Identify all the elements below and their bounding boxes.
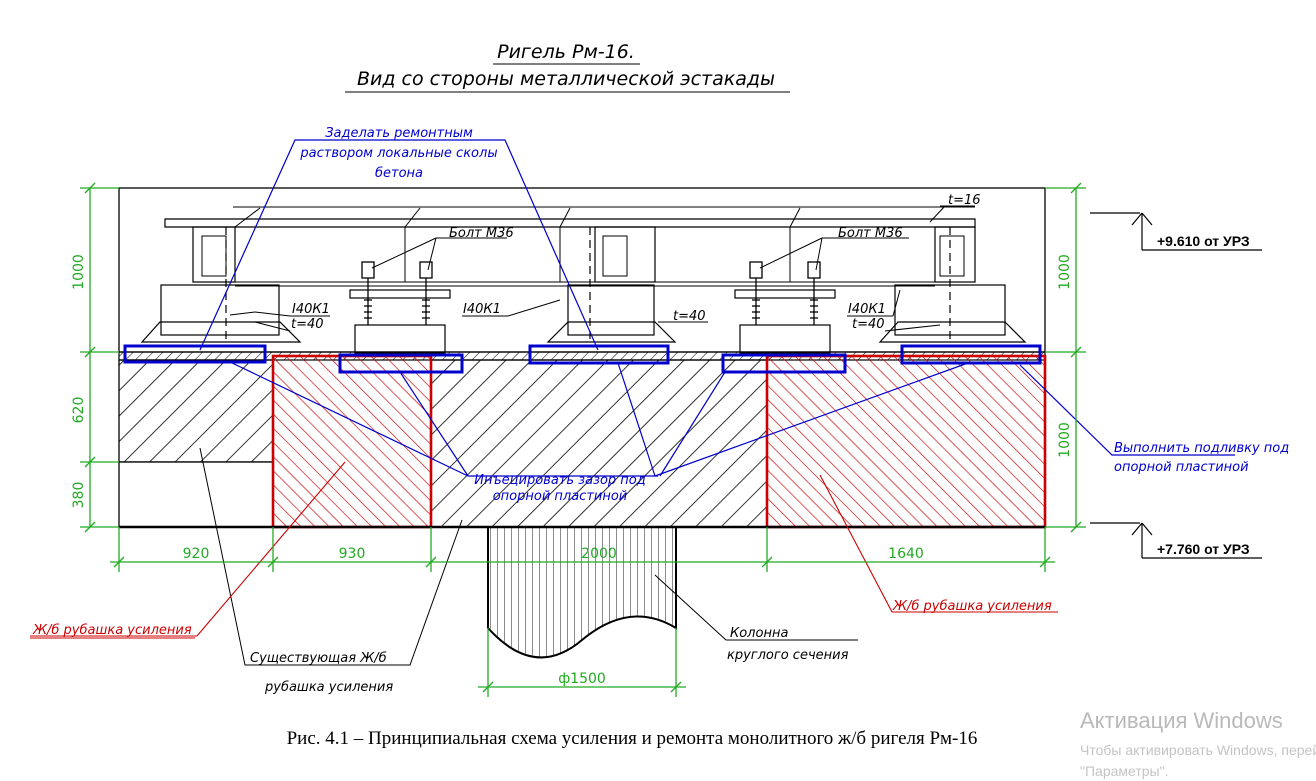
- dim-left-1000: 1000: [71, 254, 87, 290]
- dim-right-1000-top: 1000: [1057, 254, 1073, 290]
- watermark-title: Активация Windows: [1080, 708, 1283, 733]
- bolt-label-left: Болт М36: [449, 226, 514, 241]
- dim-left-380: 380: [71, 482, 87, 509]
- repair-mortar-line-1: Заделать ремонтным: [325, 126, 473, 141]
- dim-width-920: 920: [183, 546, 210, 562]
- plate-thickness-t16: t=16: [948, 193, 981, 208]
- inject-line-2: опорной пластиной: [493, 489, 628, 504]
- repair-mortar-line-3: бетона: [375, 166, 423, 181]
- jacket-right-section: [765, 354, 1047, 529]
- red-leaders: [30, 461, 1058, 637]
- dim-width-2000: 2000: [581, 546, 617, 562]
- title-line-1: Ригель Рм-16.: [497, 41, 635, 63]
- elevation-marks: [1090, 212, 1262, 559]
- drawing-title: Ригель Рм-16. Вид со стороны металлическ…: [345, 41, 790, 93]
- dim-right-1000-bottom: 1000: [1057, 422, 1073, 458]
- plate-thickness-left: t=40: [291, 317, 324, 332]
- column-label-line-1: Колонна: [730, 626, 788, 641]
- plate-thickness-mid: t=40: [673, 309, 706, 324]
- elevation-top: +9.610 от УРЗ: [1157, 233, 1250, 249]
- beam-label-mid: I40К1: [463, 302, 501, 317]
- windows-activation-watermark: Активация Windows Чтобы активировать Win…: [1080, 708, 1316, 779]
- beam-label-right: I40К1: [848, 302, 886, 317]
- jacket-left-section: [271, 354, 433, 529]
- bolts: [361, 261, 821, 325]
- repair-mortar-line-2: раствором локальные сколы: [299, 146, 497, 161]
- bolt-label-right: Болт М36: [838, 226, 903, 241]
- crossbeam-concrete: [118, 351, 1047, 529]
- black-leaders: [199, 205, 975, 666]
- dim-width-1640: 1640: [888, 546, 924, 562]
- dim-width-930: 930: [339, 546, 366, 562]
- existing-jacket-line-2: рубашка усиления: [264, 680, 393, 695]
- jacket-label-left: Ж/б рубашка усиления: [32, 623, 192, 638]
- grout-line-2: опорной пластиной: [1114, 460, 1249, 475]
- beam-label-left: I40К1: [292, 302, 330, 317]
- existing-jacket-line-1: Существующая Ж/б: [250, 651, 387, 666]
- watermark-line-1: Чтобы активировать Windows, перейдите в …: [1080, 742, 1316, 758]
- jacket-label-right: Ж/б рубашка усиления: [892, 599, 1052, 614]
- column-label-line-2: круглого сечения: [727, 648, 849, 663]
- elevation-bottom: +7.760 от УРЗ: [1157, 541, 1250, 557]
- dim-left-620: 620: [71, 397, 87, 424]
- plate-callout-boxes: [123, 344, 1042, 374]
- plate-thickness-right: t=40: [852, 317, 885, 332]
- grout-line-1: Выполнить подливку под: [1114, 441, 1289, 456]
- round-column: [487, 526, 677, 659]
- figure-caption: Рис. 4.1 – Принципиальная схема усиления…: [287, 728, 978, 749]
- dim-column-diameter: ф1500: [558, 671, 606, 687]
- watermark-line-2: "Параметры".: [1080, 763, 1168, 779]
- blue-leaders: [199, 139, 1235, 477]
- inject-line-1: Инъецировать зазор под: [474, 473, 645, 488]
- steel-trestle: [118, 187, 1046, 354]
- title-line-2: Вид со стороны металлической эстакады: [357, 68, 775, 90]
- dimension-lines: [80, 182, 1086, 697]
